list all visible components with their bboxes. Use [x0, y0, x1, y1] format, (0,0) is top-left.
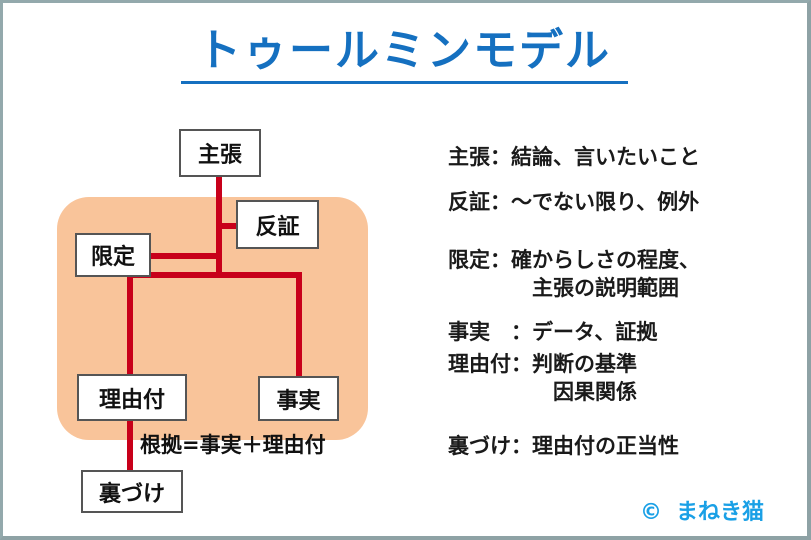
- legend-desc: 判断の基準: [532, 352, 637, 376]
- page-title: トゥールミンモデル: [197, 25, 611, 76]
- node-backing: 裏づけ: [81, 470, 183, 513]
- connector-crossbar: [127, 272, 302, 278]
- legend-backing: 裏づけ：理由付の正当性: [448, 432, 679, 460]
- node-qualifier: 限定: [75, 233, 151, 277]
- legend-term: 裏づけ：: [448, 434, 532, 458]
- legend-term: 反証：: [448, 190, 511, 214]
- legend-claim: 主張：結論、言いたいこと: [448, 143, 700, 171]
- grounds-formula: 根拠=事実＋理由付: [140, 433, 326, 457]
- legend-desc: データ、証拠: [532, 320, 658, 344]
- title-underline: [181, 81, 628, 84]
- node-claim-label: 主張: [197, 143, 242, 168]
- connector-warrant: [127, 272, 133, 375]
- node-claim: 主張: [179, 129, 261, 177]
- node-rebuttal: 反証: [236, 200, 319, 249]
- legend-desc-cont: 主張の説明範囲: [532, 276, 679, 300]
- legend-term: 事実 ：: [448, 320, 532, 344]
- legend-data: 事実 ：データ、証拠: [448, 318, 657, 346]
- legend-term: 限定：: [448, 248, 511, 272]
- legend-term: 主張：: [448, 145, 511, 169]
- connector-backing: [127, 419, 133, 471]
- node-qualifier-label: 限定: [90, 245, 135, 270]
- legend-desc-cont: 因果関係: [553, 380, 637, 404]
- credit: © まねき猫: [640, 494, 764, 526]
- legend-desc: ～でない限り、例外: [511, 190, 700, 214]
- node-rebuttal-label: 反証: [255, 214, 300, 240]
- legend-desc: 確からしさの程度、: [511, 248, 700, 272]
- connector-data: [296, 272, 302, 377]
- legend-desc: 理由付の正当性: [532, 434, 679, 458]
- node-data-label: 事実: [276, 388, 321, 414]
- legend-qualifier: 限定：確からしさの程度、 主張の説明範囲: [448, 246, 700, 302]
- connector-qualifier: [150, 253, 220, 259]
- node-warrant-label: 理由付: [98, 387, 165, 413]
- legend-rebuttal: 反証：～でない限り、例外: [448, 188, 699, 216]
- node-backing-label: 裏づけ: [98, 481, 165, 507]
- connector-rebuttal: [219, 223, 237, 229]
- credit-name: まねき猫: [676, 500, 765, 525]
- legend-term: 理由付：: [448, 352, 532, 376]
- node-warrant: 理由付: [77, 374, 187, 421]
- legend-desc: 結論、言いたいこと: [511, 145, 700, 169]
- copyright-icon: ©: [640, 500, 662, 525]
- node-data: 事実: [258, 376, 339, 421]
- legend-warrant: 理由付：判断の基準 因果関係: [448, 350, 637, 406]
